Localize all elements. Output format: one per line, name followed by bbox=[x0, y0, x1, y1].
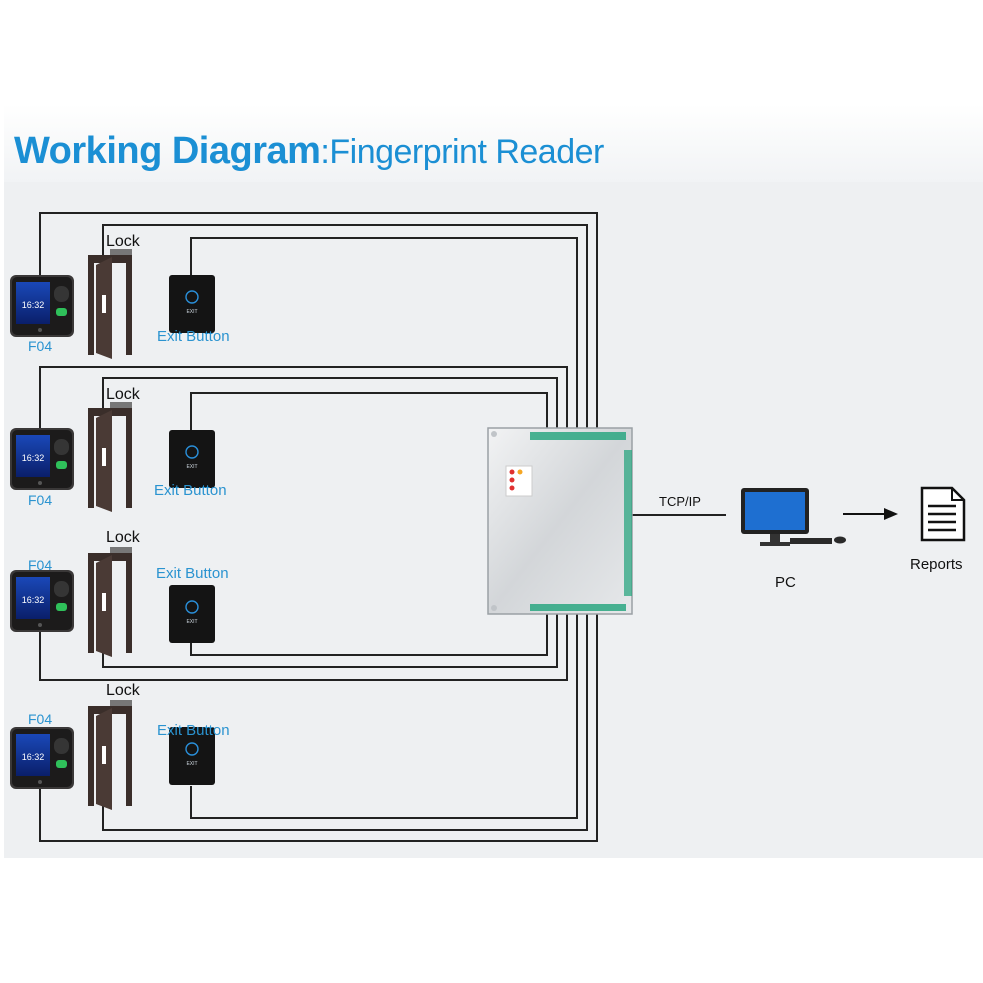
door-lock-1 bbox=[88, 249, 132, 359]
exit-button-3 bbox=[168, 584, 216, 644]
page-title: Working Diagram:Fingerprint Reader bbox=[14, 130, 604, 173]
door-lock-4 bbox=[88, 700, 132, 810]
device-label-1: F04 bbox=[28, 338, 53, 354]
document-icon bbox=[920, 486, 966, 542]
title-subtitle: Fingerprint Reader bbox=[329, 133, 604, 171]
pc-icon bbox=[741, 488, 846, 546]
device-label-4: F04 bbox=[28, 711, 53, 727]
arrow-right-icon bbox=[843, 508, 898, 520]
exit-button-2 bbox=[168, 429, 216, 489]
title-separator: : bbox=[320, 133, 330, 171]
device-label-2: F04 bbox=[28, 492, 53, 508]
lock-label-1: Lock bbox=[106, 233, 140, 250]
tcp-ip-label: TCP/IP bbox=[659, 494, 701, 509]
title-main: Working Diagram bbox=[14, 130, 321, 172]
fingerprint-reader-3 bbox=[10, 570, 74, 632]
lock-label-2: Lock bbox=[106, 386, 140, 403]
door-lock-2 bbox=[88, 402, 132, 512]
exit-button-label-1: Exit Button bbox=[157, 328, 230, 345]
lock-label-3: Lock bbox=[106, 529, 140, 546]
access-controller-icon bbox=[487, 427, 633, 615]
exit-button-label-4: Exit Button bbox=[157, 722, 230, 739]
door-lock-3 bbox=[88, 547, 132, 657]
fingerprint-reader-2 bbox=[10, 428, 74, 490]
wires bbox=[39, 212, 726, 842]
pc-label: PC bbox=[775, 574, 796, 591]
lock-label-4: Lock bbox=[106, 682, 140, 699]
device-label-3: F04 bbox=[28, 557, 53, 573]
exit-button-label-3: Exit Button bbox=[156, 565, 229, 582]
fingerprint-reader-4 bbox=[10, 727, 74, 789]
header-strip bbox=[4, 104, 983, 182]
reports-label: Reports bbox=[910, 556, 963, 573]
exit-button-label-2: Exit Button bbox=[154, 482, 227, 499]
fingerprint-reader-1 bbox=[10, 275, 74, 337]
exit-button-1 bbox=[168, 274, 216, 334]
